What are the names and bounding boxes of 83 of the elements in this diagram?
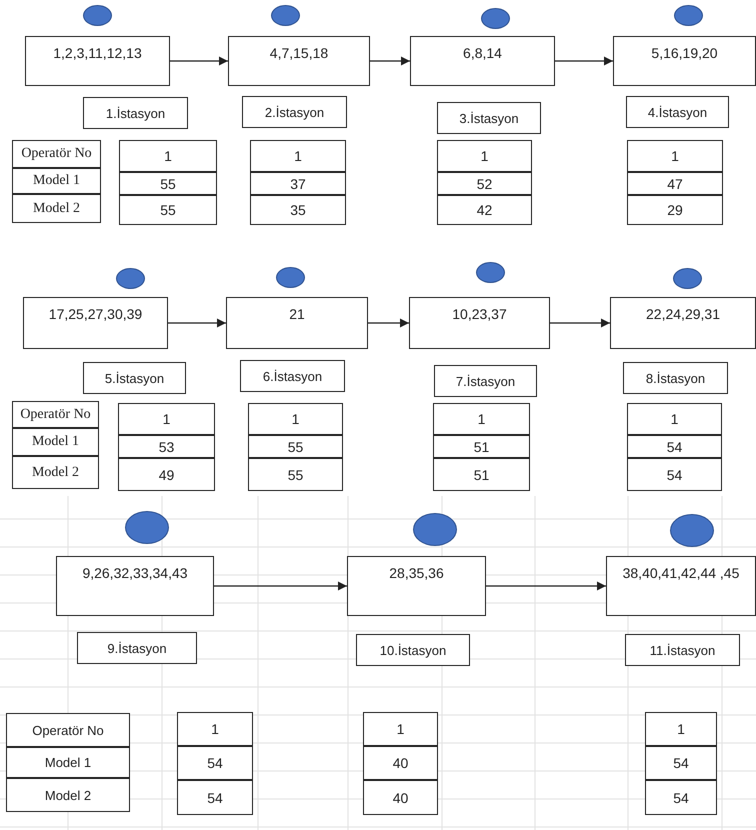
ellipse-shape [82, 5, 112, 26]
table-cell: 49 [118, 458, 215, 491]
station-label-box: 11.İstasyon [625, 634, 740, 666]
ellipse-shape [670, 514, 714, 547]
ellipse-shape [270, 5, 300, 26]
arrow [486, 581, 606, 591]
table-cell: 55 [248, 458, 343, 491]
table-cell: 1 [627, 140, 723, 172]
table-cell: 1 [250, 140, 346, 172]
ellipse-shape [480, 8, 510, 29]
arrow [368, 318, 409, 328]
arrow [168, 318, 226, 328]
task-box: 17,25,27,30,39 [23, 297, 168, 349]
ellipse-shape [276, 267, 304, 288]
ellipse-shape [672, 268, 702, 289]
ellipse-shape [476, 262, 504, 283]
table-cell: 1 [119, 140, 217, 172]
table-cell: 54 [645, 780, 717, 815]
row-header-cell: Model 1 [12, 428, 99, 456]
table-cell: 1 [177, 712, 253, 746]
station-label-box: 5.İstasyon [83, 362, 186, 394]
table-cell: 55 [248, 435, 343, 458]
station-label-box: 9.İstasyon [77, 632, 197, 664]
station-label-box: 1.İstasyon [83, 97, 188, 129]
table-cell: 1 [363, 712, 438, 746]
station-label-box: 3.İstasyon [437, 102, 541, 134]
table-cell: 1 [433, 403, 530, 435]
arrow [214, 581, 347, 591]
station-label-box: 6.İstasyon [240, 360, 345, 392]
ellipse-shape [413, 513, 457, 546]
arrow [550, 318, 610, 328]
task-box: 9,26,32,33,34,43 [56, 556, 214, 616]
ellipse-shape [116, 268, 144, 289]
table-cell: 1 [118, 403, 215, 435]
table-cell: 1 [627, 403, 722, 435]
table-cell: 52 [437, 172, 532, 195]
row-header-cell: Model 1 [12, 168, 101, 194]
station-label-box: 10.İstasyon [356, 634, 470, 666]
row-header-cell: Model 2 [12, 194, 101, 223]
task-box: 10,23,37 [409, 297, 550, 349]
table-cell: 1 [437, 140, 532, 172]
table-cell: 54 [645, 746, 717, 780]
table-cell: 40 [363, 780, 438, 815]
task-box: 38,40,41,42,44 ,45 [606, 556, 756, 616]
table-cell: 35 [250, 195, 346, 225]
table-cell: 54 [627, 458, 722, 491]
station-label-box: 8.İstasyon [623, 362, 728, 394]
task-box: 1,2,3,11,12,13 [25, 36, 170, 86]
table-cell: 29 [627, 195, 723, 225]
table-cell: 54 [177, 746, 253, 780]
task-box: 5,16,19,20 [613, 36, 756, 86]
row-header-cell: Model 1 [6, 747, 130, 778]
ellipse-shape [674, 5, 702, 26]
table-cell: 1 [645, 712, 717, 746]
arrow [170, 56, 228, 66]
station-label-box: 2.İstasyon [242, 96, 347, 128]
table-cell: 51 [433, 435, 530, 458]
row-header-cell: Operatör No [12, 401, 99, 428]
table-cell: 37 [250, 172, 346, 195]
table-cell: 53 [118, 435, 215, 458]
station-label-box: 4.İstasyon [626, 96, 729, 128]
table-cell: 51 [433, 458, 530, 491]
task-box: 4,7,15,18 [228, 36, 370, 86]
row-header-cell: Operatör No [12, 140, 101, 168]
table-cell: 55 [119, 195, 217, 225]
table-cell: 42 [437, 195, 532, 225]
task-box: 28,35,36 [347, 556, 486, 616]
table-cell: 1 [248, 403, 343, 435]
table-cell: 54 [627, 435, 722, 458]
table-cell: 55 [119, 172, 217, 195]
row-header-cell: Model 2 [12, 456, 99, 489]
row-header-cell: Model 2 [6, 778, 130, 812]
task-box: 22,24,29,31 [610, 297, 756, 349]
table-cell: 47 [627, 172, 723, 195]
task-box: 21 [226, 297, 368, 349]
arrow [370, 56, 410, 66]
task-box: 6,8,14 [410, 36, 555, 86]
row-header-cell: Operatör No [6, 713, 130, 747]
ellipse-shape [125, 511, 169, 544]
station-label-box: 7.İstasyon [434, 365, 537, 397]
table-cell: 40 [363, 746, 438, 780]
table-cell: 54 [177, 780, 253, 815]
arrow [555, 56, 613, 66]
